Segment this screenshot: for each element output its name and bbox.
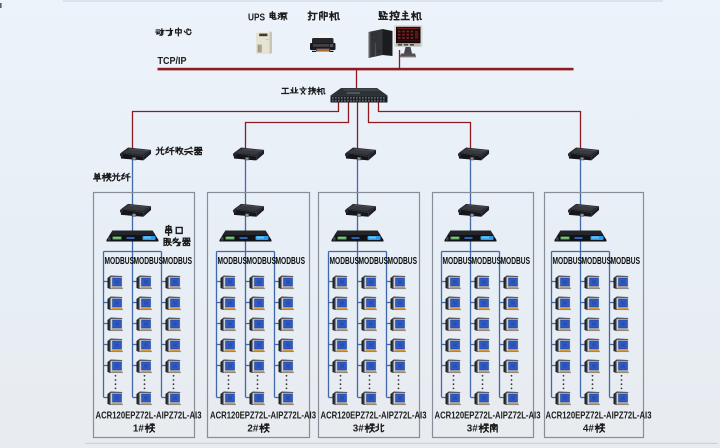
svg-text:MODBUS: MODBUS	[582, 256, 612, 267]
svg-text:MODBUS: MODBUS	[443, 256, 473, 267]
svg-text:TCP/IP: TCP/IP	[158, 56, 187, 67]
svg-text:3#: 3#	[467, 424, 478, 435]
svg-text:MODBUS: MODBUS	[359, 256, 389, 267]
svg-text:MODBUS: MODBUS	[501, 256, 531, 267]
svg-text:MODBUS: MODBUS	[472, 256, 502, 267]
svg-text:MODBUS: MODBUS	[134, 256, 164, 267]
svg-text:MODBUS: MODBUS	[247, 256, 277, 267]
svg-text:2#: 2#	[247, 424, 258, 435]
svg-text:MODBUS: MODBUS	[553, 256, 583, 267]
svg-text:1#: 1#	[133, 424, 144, 435]
svg-text:UPS: UPS	[248, 11, 265, 23]
svg-text:MODBUS: MODBUS	[105, 256, 135, 267]
svg-text:MODBUS: MODBUS	[388, 256, 418, 267]
svg-text:MODBUS: MODBUS	[218, 256, 248, 267]
svg-text:MODBUS: MODBUS	[276, 256, 306, 267]
svg-text:MODBUS: MODBUS	[330, 256, 360, 267]
svg-text:MODBUS: MODBUS	[163, 256, 193, 267]
svg-text:ACR120EPZ72L-AIPZ72L-AI3: ACR120EPZ72L-AIPZ72L-AI3	[435, 411, 541, 422]
svg-text:3#: 3#	[353, 424, 364, 435]
svg-text:ACR120EPZ72L-AIPZ72L-AI3: ACR120EPZ72L-AIPZ72L-AI3	[210, 411, 316, 422]
svg-text:4#: 4#	[583, 424, 594, 435]
svg-text:ACR120EPZ72L-AIPZ72L-AI3: ACR120EPZ72L-AIPZ72L-AI3	[321, 411, 427, 422]
svg-text:ACR120EPZ72L-AIPZ72L-AI3: ACR120EPZ72L-AIPZ72L-AI3	[546, 411, 652, 422]
svg-text:MODBUS: MODBUS	[611, 256, 641, 267]
svg-text:ACR120EPZ72L-AIPZ72L-AI3: ACR120EPZ72L-AIPZ72L-AI3	[96, 411, 202, 422]
